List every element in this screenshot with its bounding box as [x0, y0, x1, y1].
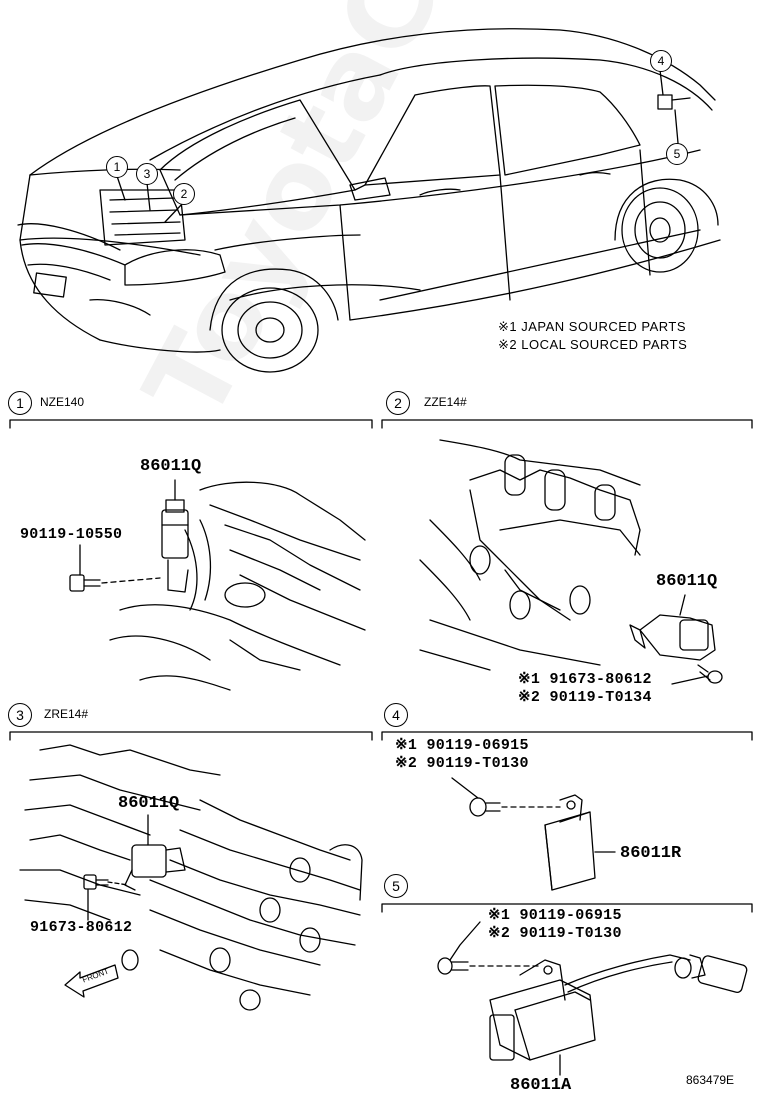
- panel-1-part-bolt: 90119-10550: [20, 526, 123, 543]
- panel-4-index: 4: [384, 703, 408, 727]
- figure-id: 863479E: [686, 1073, 735, 1087]
- panel-4-part-bolt-jp: ※1 90119-06915: [395, 737, 529, 754]
- panel-3-part-sensor: 86011Q: [118, 794, 180, 813]
- note-japan-sourced: ※1 JAPAN SOURCED PARTS: [498, 319, 687, 334]
- panel-5-part-bolt-jp: ※1 90119-06915: [488, 907, 622, 924]
- panel-4-part-sensor: 86011R: [620, 844, 682, 863]
- panel-2-part-sensor: 86011Q: [656, 572, 718, 591]
- panel-2-index: 2: [386, 391, 410, 415]
- panel-5-part-sensor: 86011A: [510, 1076, 572, 1095]
- panel-3-engine: ZRE14#: [44, 707, 89, 721]
- panel-4-part-bolt-local: ※2 90119-T0130: [395, 755, 529, 772]
- callout-5: 5: [666, 143, 688, 165]
- panel-3-part-bolt: 91673-80612: [30, 919, 133, 936]
- panel-5-drawing: [437, 921, 748, 1076]
- panel-4-drawing: [451, 777, 616, 891]
- note-local-sourced: ※2 LOCAL SOURCED PARTS: [498, 337, 688, 352]
- callout-3: 3: [136, 163, 158, 185]
- panel-2-part-bolt-local: ※2 90119-T0134: [518, 689, 652, 706]
- panel-3-index: 3: [8, 703, 32, 727]
- panel-2-drawing: [419, 439, 723, 685]
- panel-1-part-sensor: 86011Q: [140, 457, 202, 476]
- panel-2-part-bolt-jp: ※1 91673-80612: [518, 671, 652, 688]
- callout-4: 4: [650, 50, 672, 72]
- panel-1-index: 1: [8, 391, 32, 415]
- panel-frames: [9, 419, 753, 913]
- panel-5-index: 5: [384, 874, 408, 898]
- callout-1: 1: [106, 156, 128, 178]
- panel-2-engine: ZZE14#: [424, 395, 467, 409]
- panel-1-drawing: [69, 479, 366, 691]
- callout-2: 2: [173, 183, 195, 205]
- panel-3-drawing: [19, 744, 363, 1011]
- car-drawing: [17, 28, 721, 373]
- panel-5-part-bolt-local: ※2 90119-T0130: [488, 925, 622, 942]
- panel-1-engine: NZE140: [40, 395, 85, 409]
